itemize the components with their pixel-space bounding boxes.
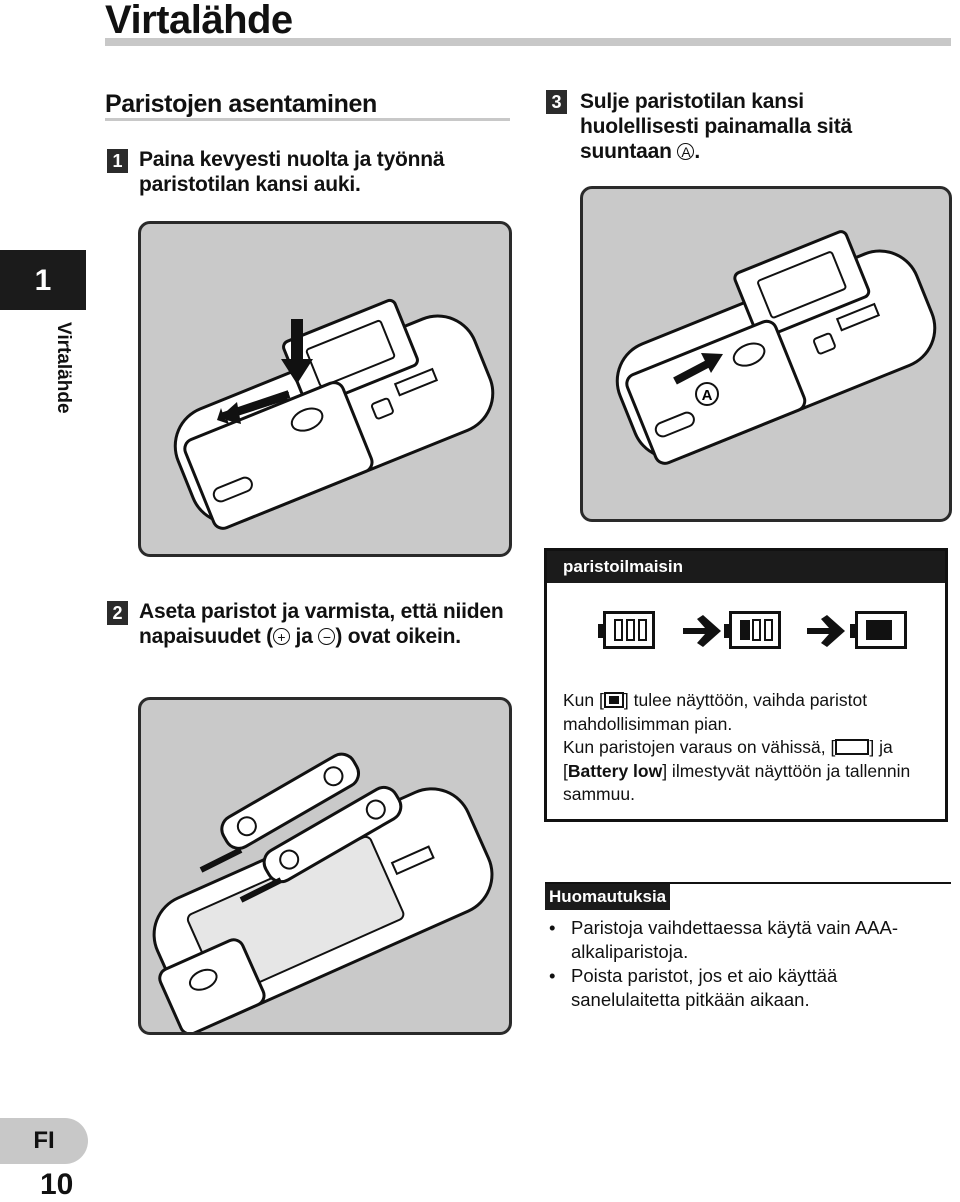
battery-medium-icon [724, 611, 781, 649]
step-3-text-part: Sulje paristotilan kansi huolellisesti p… [580, 90, 852, 163]
illustration-close-cover: A [580, 186, 952, 522]
notes-header: Huomautuksia [545, 884, 671, 910]
illustration-insert-batteries [138, 697, 512, 1035]
chapter-tab-number: 1 [0, 250, 86, 310]
page-number: 10 [40, 1168, 74, 1201]
list-item: Poista paristot, jos et aio käyttää sane… [545, 964, 949, 1012]
direction-a-marker: A [677, 143, 695, 160]
marker-a-circle [695, 382, 719, 406]
illustration-open-cover [138, 221, 512, 557]
step-2-text-part: ja [289, 625, 319, 648]
step-3-text-part: . [694, 140, 701, 163]
battery-indicator-description: Kun [] tulee näyttöön, vaihda paristot m… [563, 689, 939, 807]
chapter-tab-label: Virtalähde [53, 322, 74, 414]
battery-indicator-header: paristoilmaisin [547, 551, 945, 583]
arrow-right-icon [683, 615, 721, 647]
battery-level-sequence [595, 611, 907, 655]
page-title: Virtalähde [105, 0, 293, 42]
step-2-text-part: Aseta paristot ja varmista, että niiden … [139, 600, 504, 648]
title-rule [105, 38, 951, 46]
plus-icon: + [272, 628, 290, 645]
battery-low-inline-icon [603, 692, 624, 708]
step-2-text: Aseta paristot ja varmista, että niiden … [139, 599, 519, 649]
notes-rule [545, 882, 951, 884]
battery-indicator-box: paristoilmaisin Kun [] tulee näyttöön, v… [544, 548, 948, 822]
arrow-right-icon [807, 615, 845, 647]
minus-icon: − [318, 628, 336, 645]
marker-a-label: A [702, 387, 713, 404]
list-item: Paristoja vaihdettaessa käytä vain AAA-a… [545, 916, 949, 964]
section-title: Paristojen asentaminen [105, 90, 377, 118]
step-3-number: 3 [546, 90, 567, 114]
step-1-text: Paina kevyesti nuolta ja työnnä paristot… [139, 148, 445, 196]
battery-empty-inline-icon [835, 739, 870, 755]
battery-low-icon [850, 611, 907, 649]
section-rule [105, 118, 510, 121]
notes-list: Paristoja vaihdettaessa käytä vain AAA-a… [545, 916, 949, 1012]
battery-desc-1: Kun [] tulee näyttöön, vaihda paristot m… [563, 690, 868, 734]
battery-full-icon [598, 611, 655, 649]
step-2-number: 2 [107, 601, 128, 625]
battery-desc-2: Kun paristojen varaus on vähissä, [] ja … [563, 737, 911, 804]
language-tab: FI [0, 1118, 88, 1164]
step-1-number: 1 [107, 149, 128, 173]
step-3-text: Sulje paristotilan kansi huolellisesti p… [580, 89, 920, 164]
step-2-text-part: ) ovat oikein. [335, 625, 461, 648]
